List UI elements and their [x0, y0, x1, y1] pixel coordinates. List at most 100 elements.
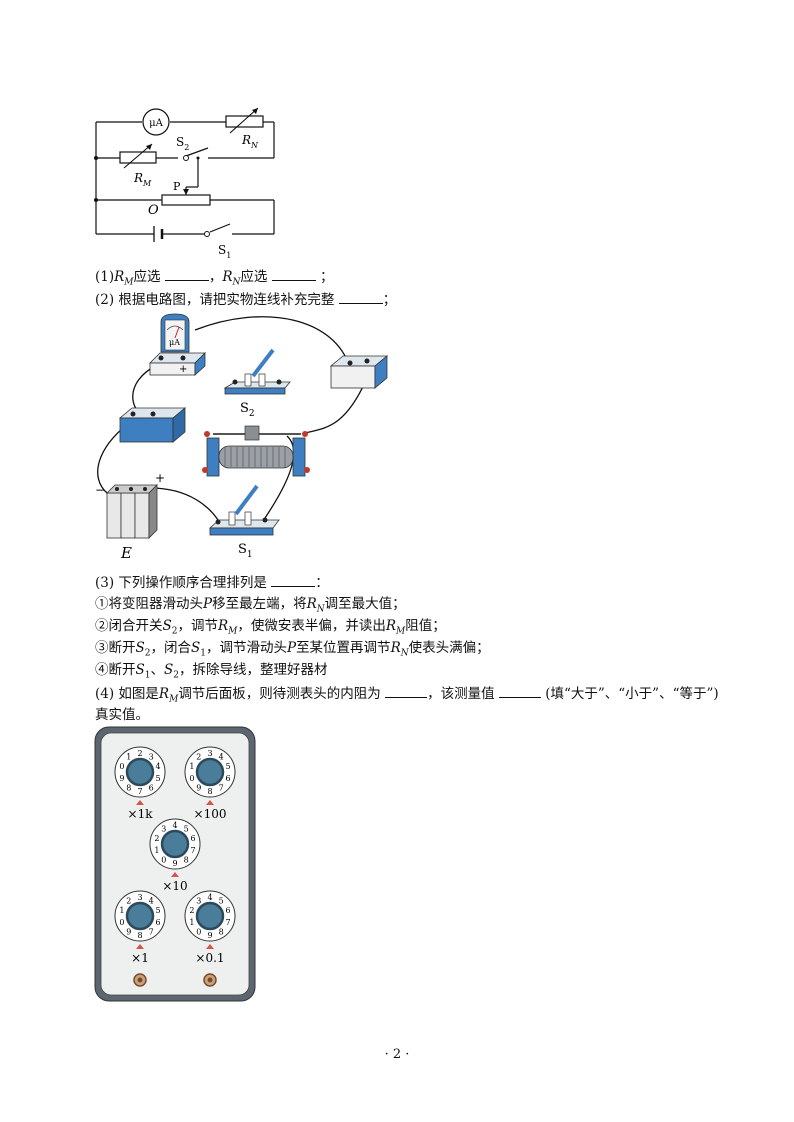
dial-digit: 0	[196, 927, 201, 936]
step-1: ①将变阻器滑动头P移至最左端，将RN调至最大值；	[95, 596, 406, 615]
dial-digit: 3	[161, 825, 166, 834]
meter-label: μA	[149, 118, 163, 129]
dial-digit: 4	[149, 897, 154, 906]
answer-blank-resistance[interactable]	[385, 683, 428, 698]
dial-digit: 6	[149, 783, 154, 792]
dial-digit: 3	[137, 893, 142, 902]
dial-digit: 5	[156, 906, 161, 915]
dial-digit: 0	[189, 774, 194, 783]
dial-digit: 1	[189, 918, 194, 927]
svg-text:S2: S2	[176, 135, 189, 152]
question-4: (4) 如图是RM调节后面板，则待测表头的内阻为 ，该测量值 (填“大于”、“小…	[95, 683, 719, 710]
dial-digit: 1	[154, 846, 159, 855]
svg-text:S2: S2	[240, 401, 255, 419]
step-3: ③断开S2，闭合S1，调节滑动头P至某位置再调节RN使表头满偏；	[95, 640, 490, 659]
dial-digit: 0	[119, 918, 124, 927]
dial-digit: 9	[207, 931, 212, 940]
dial-digit: 8	[219, 927, 224, 936]
dial-digit: 2	[137, 749, 142, 758]
dial-digit: 6	[191, 834, 196, 843]
rheostat-symbol	[161, 194, 211, 206]
dial-digit: 0	[119, 762, 124, 771]
dial-pointer-arrow	[171, 872, 179, 877]
dial-digit: 0	[161, 855, 166, 864]
dial-digit: 4	[207, 893, 212, 902]
dial-digit: 8	[184, 855, 189, 864]
dial-digit: 9	[172, 859, 177, 868]
dial-digit: 5	[226, 762, 231, 771]
svg-text:+: +	[155, 471, 165, 485]
dial-digit: 8	[137, 931, 142, 940]
dial-digit: 2	[189, 906, 194, 915]
dial-multiplier-label: ×1k	[128, 807, 154, 821]
dial-digit: 5	[184, 825, 189, 834]
dial-pointer-arrow	[136, 800, 144, 805]
switch-s1: S1	[208, 484, 280, 560]
question-3: (3) 下列操作顺序合理排列是 ：	[95, 572, 329, 593]
dial-digit: 5	[219, 897, 224, 906]
dial-digit: 6	[226, 906, 231, 915]
resistance-box-rm	[118, 407, 187, 443]
microammeter-symbol	[142, 108, 170, 136]
dial-digit: 4	[219, 753, 224, 762]
question-1: (1)RM应选 ，RN应选 ；	[95, 266, 333, 293]
answer-blank-wiring[interactable]	[338, 289, 383, 304]
svg-text:μA: μA	[169, 338, 180, 347]
svg-text:RN: RN	[241, 133, 259, 150]
svg-text:E: E	[120, 544, 132, 562]
answer-blank-comparison[interactable]	[498, 683, 541, 698]
question-4-cont: 真实值。	[95, 707, 149, 723]
dial-digit: 1	[126, 753, 131, 762]
step-2: ②闭合开关S2，调节RM，使微安表半偏，并读出RM阻值；	[95, 618, 446, 637]
dial-digit: 9	[126, 927, 131, 936]
dial-pointer-arrow	[206, 944, 214, 949]
dial-digit: 3	[196, 897, 201, 906]
dial-digit: 7	[191, 846, 196, 855]
answer-blank-rm[interactable]	[164, 266, 209, 281]
dial-digit: 1	[119, 906, 124, 915]
dial-digit: 6	[226, 774, 231, 783]
dial-digit: 9	[119, 774, 124, 783]
dial-digit: 3	[149, 753, 154, 762]
physical-wiring-diagram: μA + S2	[95, 313, 389, 562]
circuit-diagram: μA S2 RN RM P O S1	[94, 107, 275, 260]
page-number: · 2 ·	[384, 1047, 410, 1062]
battery-pack: − + E	[95, 471, 165, 562]
dial-digit: 7	[137, 787, 142, 796]
rheostat-device	[202, 425, 310, 477]
dial-digit: 2	[154, 834, 159, 843]
p-label: P	[173, 180, 181, 193]
svg-text:−: −	[95, 483, 105, 497]
question-2: (2) 根据电路图，请把实物连线补充完整 ；	[95, 289, 396, 310]
switch-s2: S2	[223, 348, 291, 419]
svg-text:RM: RM	[133, 171, 152, 188]
svg-text:S1: S1	[238, 542, 253, 560]
dial-digit: 7	[226, 918, 231, 927]
rm-resistor-symbol	[119, 151, 157, 164]
dial-digit: 3	[207, 749, 212, 758]
rn-resistor-symbol	[225, 115, 264, 128]
dial-multiplier-label: ×10	[162, 879, 187, 893]
dial-pointer-arrow	[136, 944, 144, 949]
dial-multiplier-label: ×0.1	[195, 951, 224, 965]
dial-multiplier-label: ×1	[131, 951, 149, 965]
answer-blank-order[interactable]	[271, 572, 316, 587]
answer-blank-rn[interactable]	[271, 266, 316, 281]
dial-digit: 8	[207, 787, 212, 796]
dial-digit: 4	[172, 821, 177, 830]
dial-digit: 1	[189, 762, 194, 771]
dial-digit: 7	[219, 783, 224, 792]
step-4: ④断开S1、S2，拆除导线，整理好器材	[95, 662, 328, 681]
svg-text:S1: S1	[218, 243, 231, 260]
dial-digit: 2	[196, 753, 201, 762]
dial-multiplier-label: ×100	[194, 807, 227, 821]
dial-digit: 7	[149, 927, 154, 936]
o-label: O	[148, 203, 159, 218]
svg-text:+: +	[179, 364, 187, 375]
